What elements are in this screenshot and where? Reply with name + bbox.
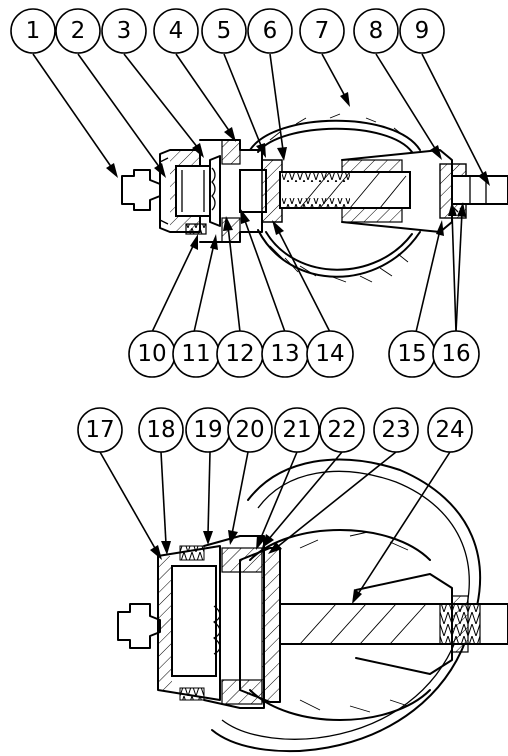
svg-text:13: 13 — [270, 341, 299, 367]
svg-text:15: 15 — [397, 341, 426, 367]
callout-7: 7 — [299, 8, 345, 54]
svg-text:9: 9 — [415, 18, 430, 44]
callout-17: 17 — [77, 407, 123, 453]
callout-15: 15 — [388, 330, 436, 378]
callout-2: 2 — [55, 8, 101, 54]
bottom-assembly-view — [99, 451, 508, 753]
valve-body-upper-arc — [249, 119, 421, 151]
svg-text:5: 5 — [217, 18, 232, 44]
svg-text:16: 16 — [441, 341, 470, 367]
svg-text:3: 3 — [117, 18, 132, 44]
callout-22: 22 — [319, 407, 365, 453]
valve-body-lower-arc — [257, 229, 421, 278]
svg-text:6: 6 — [263, 18, 278, 44]
callout-8: 8 — [353, 8, 399, 54]
callout-5: 5 — [201, 8, 247, 54]
callout-12: 12 — [216, 330, 264, 378]
callout-9: 9 — [399, 8, 445, 54]
svg-text:24: 24 — [435, 417, 464, 443]
svg-text:14: 14 — [315, 341, 344, 367]
nozzle-left-bottom — [117, 603, 161, 649]
svg-text:4: 4 — [169, 18, 184, 44]
svg-text:10: 10 — [137, 341, 166, 367]
callout-24: 24 — [427, 407, 473, 453]
svg-text:7: 7 — [315, 18, 330, 44]
svg-text:12: 12 — [225, 341, 254, 367]
callout-13: 13 — [261, 330, 309, 378]
svg-text:19: 19 — [193, 417, 222, 443]
callout-3: 3 — [101, 8, 147, 54]
nozzle-left — [121, 169, 161, 211]
callout-21: 21 — [274, 407, 320, 453]
callout-18: 18 — [138, 407, 184, 453]
svg-text:22: 22 — [327, 417, 356, 443]
svg-text:17: 17 — [85, 417, 114, 443]
callout-16: 16 — [432, 330, 480, 378]
svg-text:11: 11 — [181, 341, 210, 367]
callout-1: 1 — [10, 8, 56, 54]
callout-19: 19 — [185, 407, 231, 453]
callout-4: 4 — [153, 8, 199, 54]
callout-14: 14 — [306, 330, 354, 378]
outer-body-arc — [211, 458, 481, 753]
diaphragm — [209, 155, 221, 227]
callout-11: 11 — [172, 330, 220, 378]
callout-23: 23 — [373, 407, 419, 453]
svg-text:2: 2 — [71, 18, 86, 44]
callout-6: 6 — [247, 8, 293, 54]
svg-text:1: 1 — [26, 18, 41, 44]
callout-20: 20 — [227, 407, 273, 453]
svg-text:8: 8 — [369, 18, 384, 44]
svg-text:20: 20 — [235, 417, 264, 443]
svg-text:23: 23 — [381, 417, 410, 443]
svg-text:21: 21 — [282, 417, 311, 443]
top-assembly-view — [32, 53, 508, 333]
callout-10: 10 — [128, 330, 176, 378]
svg-text:18: 18 — [146, 417, 175, 443]
